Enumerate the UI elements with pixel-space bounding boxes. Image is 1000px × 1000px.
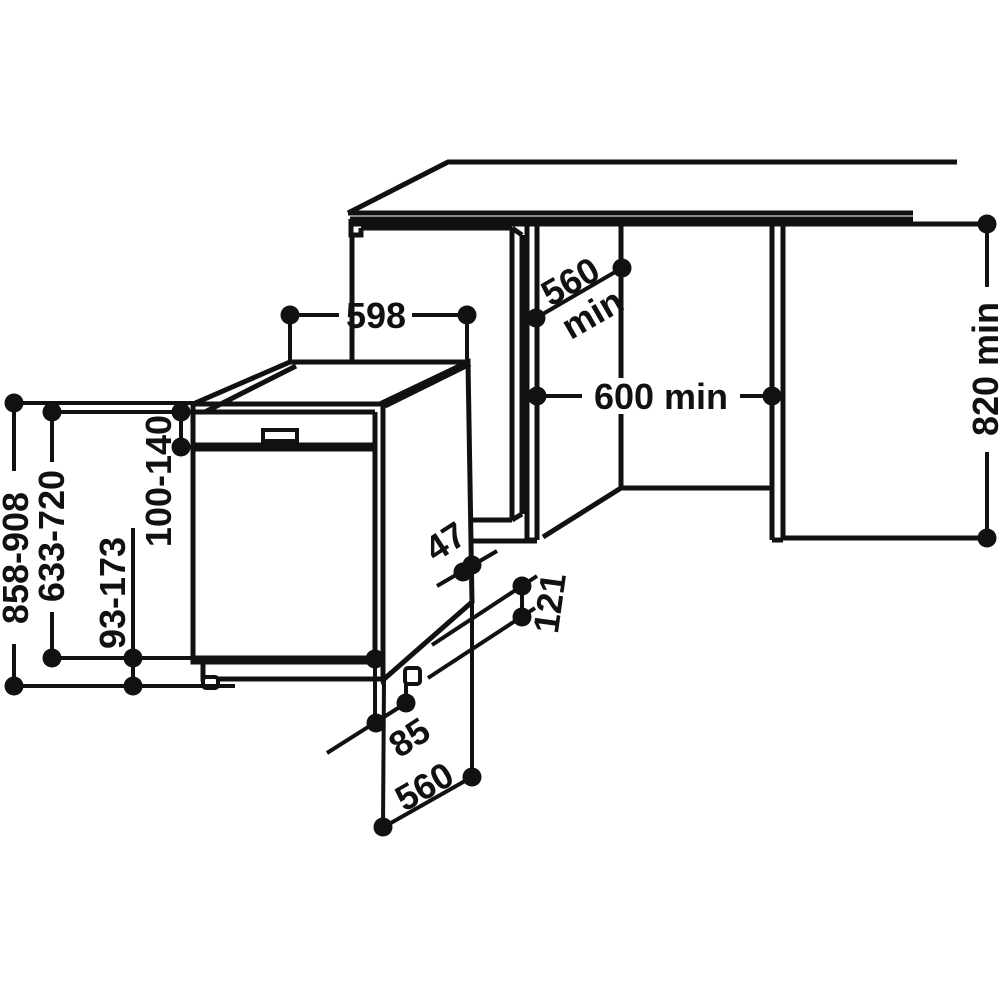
dimension-dot — [366, 713, 386, 733]
dimension-dot — [171, 437, 191, 457]
dimension-plinth-height-93-173: 93-173 — [92, 528, 143, 696]
dimension-dot — [612, 258, 632, 278]
dimension-dot — [4, 676, 24, 696]
dim-label-overall-height: 858-908 — [0, 492, 36, 624]
dimension-dot — [123, 648, 143, 668]
dimension-dot — [123, 676, 143, 696]
dimension-dot — [457, 305, 477, 325]
countertop-left-step — [348, 219, 364, 238]
top-face-rim-left — [203, 363, 298, 415]
dimension-dot — [526, 308, 546, 328]
dimension-line — [325, 701, 408, 755]
dimension-dot — [42, 648, 62, 668]
dimension-dot — [512, 576, 532, 596]
dim-label-base-recess: 85 — [381, 709, 437, 765]
rear-foot — [403, 666, 422, 686]
top-face-rim-right — [383, 361, 472, 409]
dimension-niche-depth-560-min: 560 min — [526, 249, 632, 347]
dimension-niche-height-820-min: 820 min — [965, 214, 1000, 548]
extension-line — [381, 679, 386, 828]
dimension-dot — [396, 693, 416, 713]
dishwasher-side-face — [377, 358, 475, 685]
dimension-dot — [527, 386, 547, 406]
dimension-niche-width-600-min: 600 min — [527, 376, 782, 417]
door-handle — [261, 428, 299, 443]
right-cabinet — [769, 224, 987, 543]
dim-label-mid-height: 633-720 — [31, 470, 72, 602]
dimension-overall-height-858-908: 858-908 — [0, 393, 235, 696]
dimension-top-adjust-100-140: 100-140 — [138, 402, 193, 547]
dishwasher — [190, 358, 475, 690]
dimension-dot — [762, 386, 782, 406]
dimension-598: 598 — [280, 295, 477, 360]
dim-label-base-depth: 560 — [388, 754, 461, 820]
dimension-dot — [462, 555, 482, 575]
dimension-dot — [4, 393, 24, 413]
dimension-line — [534, 266, 624, 320]
dimension-rear-foot-121: 121 — [426, 570, 574, 680]
dim-label-rear-foot-height: 121 — [525, 570, 574, 635]
dim-label-niche-height: 820 min — [965, 302, 1000, 436]
panel-bottom-bevel — [510, 511, 524, 523]
niche — [472, 224, 772, 544]
niche-floor-left-edge — [541, 485, 623, 540]
dishwasher-plinth — [200, 659, 386, 682]
corner-dot — [365, 649, 385, 669]
countertop — [346, 159, 987, 238]
dimension-dot — [42, 402, 62, 422]
dimension-dot — [512, 607, 532, 627]
dim-label-plinth-height: 93-173 — [92, 537, 133, 649]
countertop-top-edge — [346, 159, 957, 216]
dimension-dot — [977, 214, 997, 234]
dimension-dot — [977, 528, 997, 548]
dimension-dot — [171, 402, 191, 422]
dim-label-top-adjust: 100-140 — [138, 415, 179, 547]
dimension-dot — [373, 817, 393, 837]
dim-label-top-width: 598 — [346, 295, 406, 336]
dimension-dot — [280, 305, 300, 325]
dim-label-niche-width: 600 min — [594, 376, 728, 417]
dimension-dot — [462, 767, 482, 787]
